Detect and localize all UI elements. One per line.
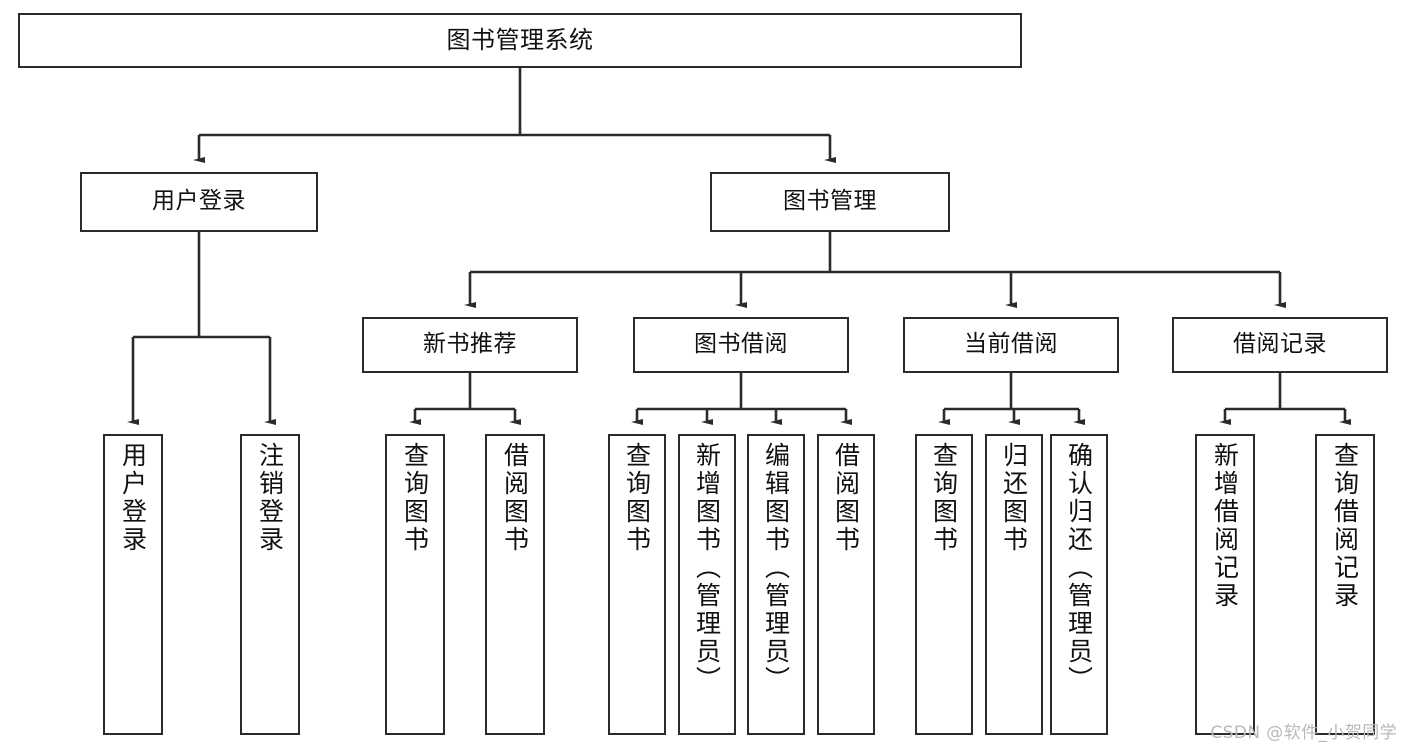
node-book-borrow-label: 图书借阅 <box>694 331 788 358</box>
node-leaf-user-login[interactable]: 用户登录 <box>103 434 163 735</box>
csdn-watermark: CSDN @软件_小贺同学 <box>1210 723 1397 743</box>
node-leaf-confirm-return[interactable]: 确认归还（管理员） <box>1050 434 1108 735</box>
node-leaf-query-book-borrow[interactable]: 查询图书 <box>608 434 666 735</box>
node-new-book-recommend-label: 新书推荐 <box>423 331 517 358</box>
node-leaf-add-borrow-record-label: 新增借阅记录 <box>1210 442 1240 610</box>
node-current-borrow-label: 当前借阅 <box>964 331 1058 358</box>
node-leaf-query-book-recommend-label: 查询图书 <box>400 442 430 554</box>
node-leaf-confirm-return-label: 确认归还（管理员） <box>1064 442 1094 694</box>
node-leaf-user-login-label: 用户登录 <box>118 442 148 554</box>
node-current-borrow[interactable]: 当前借阅 <box>903 317 1119 373</box>
node-user-login[interactable]: 用户登录 <box>80 172 318 232</box>
node-leaf-edit-book[interactable]: 编辑图书（管理员） <box>747 434 805 735</box>
node-borrow-record-label: 借阅记录 <box>1233 331 1327 358</box>
node-leaf-add-book[interactable]: 新增图书（管理员） <box>678 434 736 735</box>
node-user-login-label: 用户登录 <box>152 188 246 215</box>
node-leaf-query-book-borrow-label: 查询图书 <box>622 442 652 554</box>
node-leaf-borrow-book-recommend-label: 借阅图书 <box>500 442 530 554</box>
node-leaf-query-book-current[interactable]: 查询图书 <box>915 434 973 735</box>
node-leaf-borrow-book-recommend[interactable]: 借阅图书 <box>485 434 545 735</box>
node-leaf-borrow-book[interactable]: 借阅图书 <box>817 434 875 735</box>
node-leaf-return-book[interactable]: 归还图书 <box>985 434 1043 735</box>
node-leaf-query-borrow-record-label: 查询借阅记录 <box>1330 442 1360 610</box>
node-borrow-record[interactable]: 借阅记录 <box>1172 317 1388 373</box>
node-leaf-return-book-label: 归还图书 <box>999 442 1029 554</box>
node-leaf-add-book-label: 新增图书（管理员） <box>692 442 722 694</box>
node-leaf-query-book-recommend[interactable]: 查询图书 <box>385 434 445 735</box>
node-root[interactable]: 图书管理系统 <box>18 13 1022 68</box>
node-leaf-logout[interactable]: 注销登录 <box>240 434 300 735</box>
node-leaf-query-book-current-label: 查询图书 <box>929 442 959 554</box>
node-root-label: 图书管理系统 <box>446 26 594 55</box>
node-leaf-logout-label: 注销登录 <box>255 442 285 554</box>
node-new-book-recommend[interactable]: 新书推荐 <box>362 317 578 373</box>
node-book-manage[interactable]: 图书管理 <box>710 172 950 232</box>
node-leaf-add-borrow-record[interactable]: 新增借阅记录 <box>1195 434 1255 735</box>
node-book-borrow[interactable]: 图书借阅 <box>633 317 849 373</box>
node-leaf-borrow-book-label: 借阅图书 <box>831 442 861 554</box>
node-leaf-query-borrow-record[interactable]: 查询借阅记录 <box>1315 434 1375 735</box>
node-book-manage-label: 图书管理 <box>783 188 877 215</box>
node-leaf-edit-book-label: 编辑图书（管理员） <box>761 442 791 694</box>
